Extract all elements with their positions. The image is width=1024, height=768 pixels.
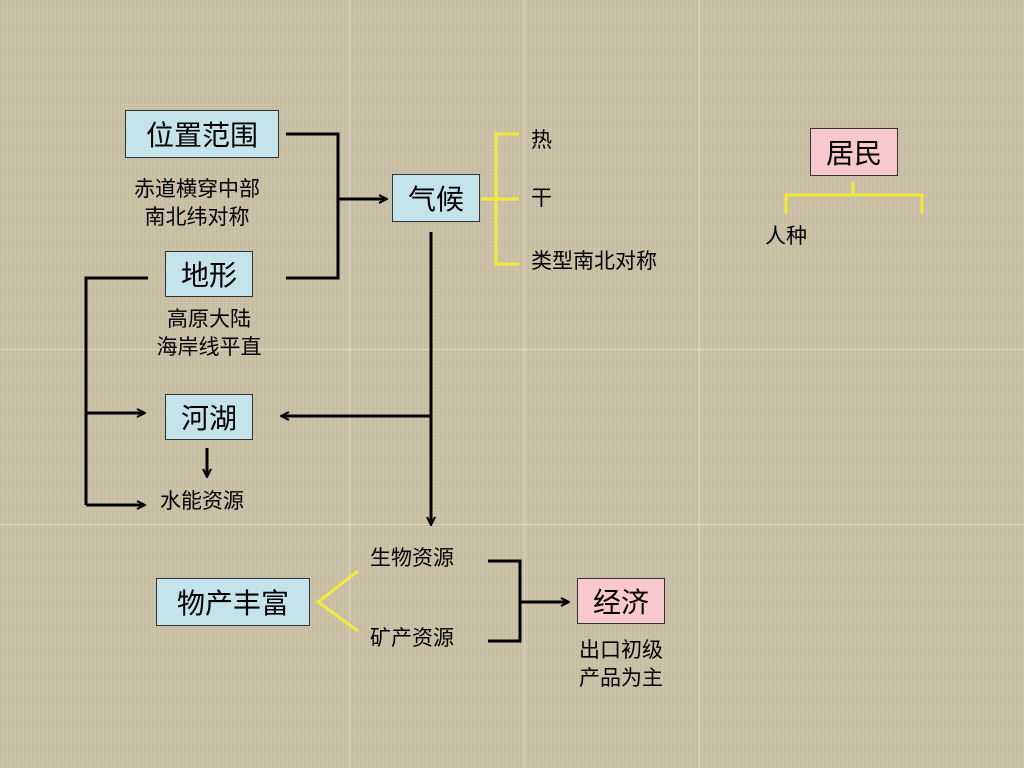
location-connector — [286, 132, 340, 280]
economy-note-line1: 出口初级 — [579, 638, 663, 662]
location-box: 位置范围 — [125, 110, 279, 158]
products-box: 物产丰富 — [156, 578, 310, 626]
resources-connector — [488, 559, 522, 643]
grid-line — [524, 0, 525, 768]
economy-note: 出口初级 产品为主 — [556, 636, 686, 692]
climate-hot: 热 — [531, 128, 552, 152]
race-note: 人种 — [765, 224, 807, 248]
terrain-box: 地形 — [165, 251, 253, 297]
bio-note: 生物资源 — [370, 546, 454, 570]
terrain-connector — [84, 276, 148, 505]
terrain-note: 高原大陆 海岸线平直 — [124, 305, 294, 361]
residents-bracket — [784, 193, 924, 214]
location-note-line2: 南北纬对称 — [144, 205, 250, 229]
grid-line — [0, 349, 1024, 350]
climate-dry: 干 — [531, 186, 552, 210]
rivers-box: 河湖 — [165, 394, 253, 440]
hydro-note: 水能资源 — [160, 489, 244, 513]
grid-line — [699, 0, 700, 768]
terrain-note-line1: 高原大陆 — [167, 307, 251, 331]
grid-line — [349, 0, 350, 768]
location-note: 赤道横穿中部 南北纬对称 — [112, 175, 282, 231]
mineral-note: 矿产资源 — [370, 626, 454, 650]
climate-box: 气候 — [392, 174, 480, 222]
products-fan — [315, 569, 359, 633]
residents-box: 居民 — [810, 128, 898, 176]
location-note-line1: 赤道横穿中部 — [134, 177, 260, 201]
climate-symmetric: 类型南北对称 — [531, 249, 657, 273]
terrain-note-line2: 海岸线平直 — [156, 335, 262, 359]
grid-line — [0, 524, 1024, 525]
economy-box: 经济 — [577, 578, 665, 624]
economy-note-line2: 产品为主 — [579, 666, 663, 690]
